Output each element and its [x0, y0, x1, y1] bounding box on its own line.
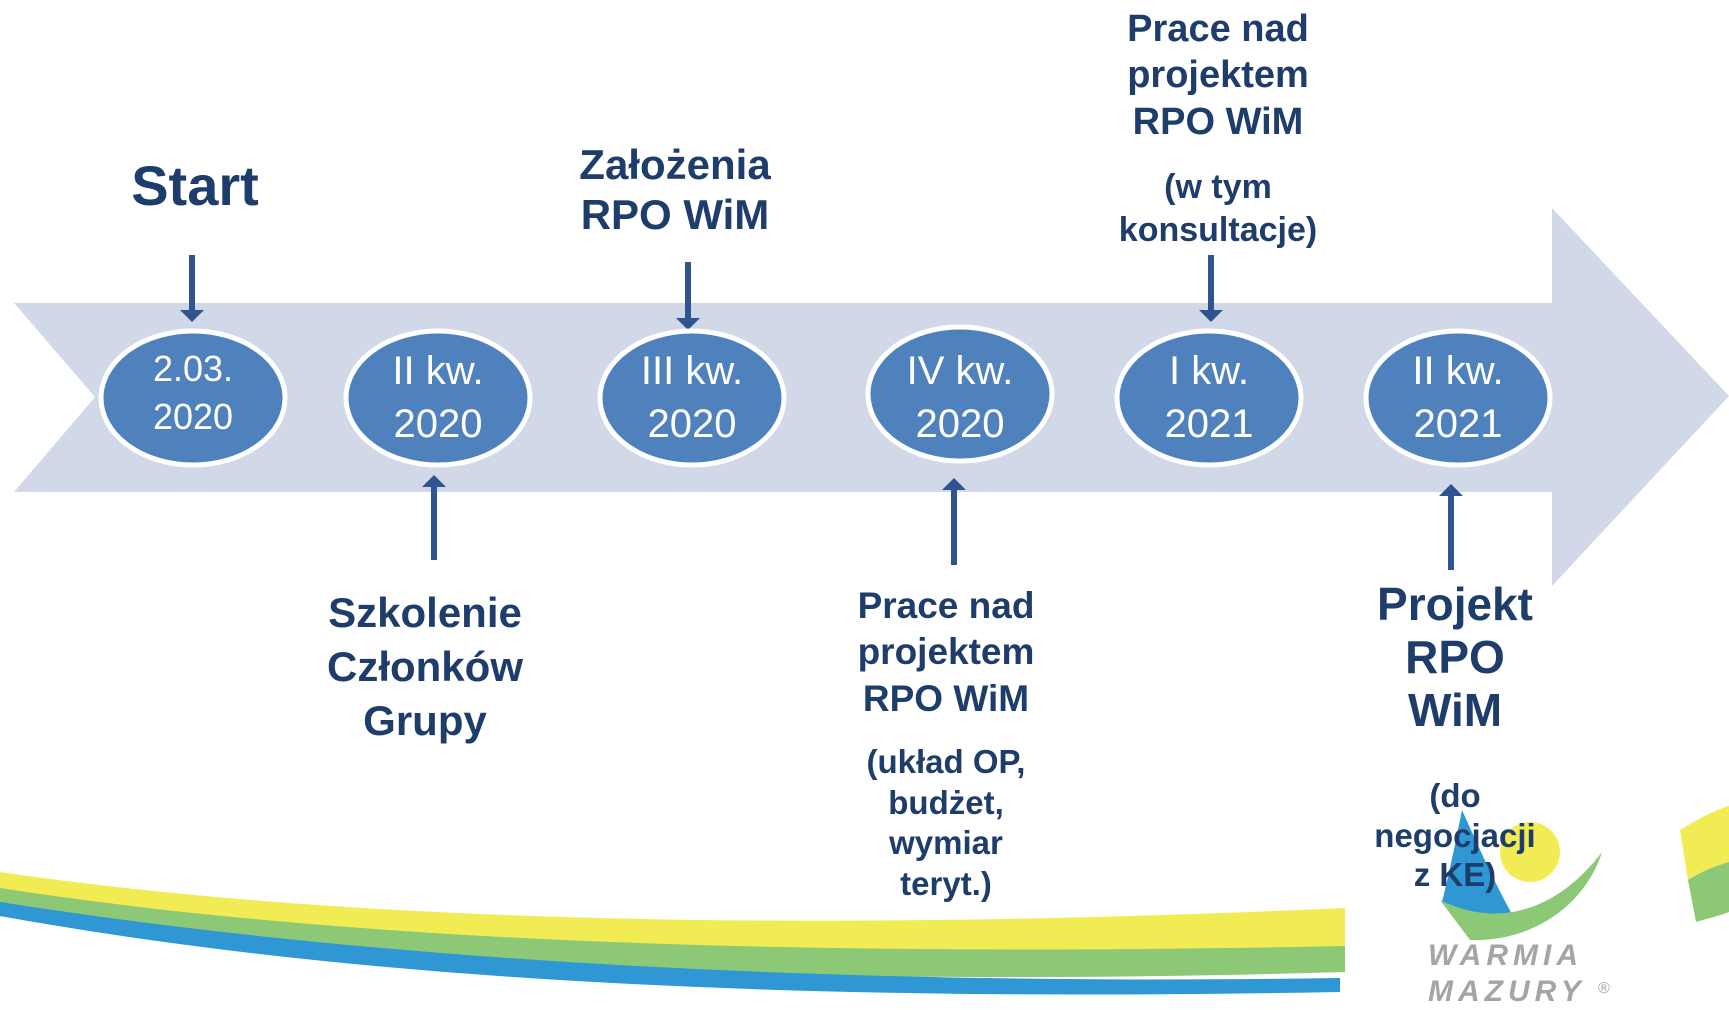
milestone-label-szkolenie: Szkolenie Członków Grupy	[327, 589, 523, 744]
warmia-mazury-sail-logo-icon	[1440, 810, 1602, 941]
connector-arrows	[180, 255, 1463, 570]
milestone-label-start: Start	[131, 154, 259, 217]
timeline-node-6	[1363, 328, 1553, 468]
timeline-nodes	[98, 324, 1553, 468]
connector-arrow-projekt-head	[1439, 484, 1463, 496]
ribbon-yellow	[0, 872, 1345, 955]
timeline-node-5	[1114, 328, 1304, 468]
ribbon-right-yellow	[1680, 806, 1729, 880]
ribbon-right-green	[1688, 862, 1729, 922]
node-date-label-6: II kw. 2021	[1412, 349, 1504, 446]
ribbon-green	[0, 888, 1345, 978]
connector-arrow-prace-2020-head	[942, 478, 966, 490]
node-date-label-5: I kw. 2021	[1164, 349, 1254, 446]
logo-wordmark: WARMIA MAZURY	[1428, 939, 1586, 1008]
node-date-label-2: II kw. 2020	[392, 349, 484, 446]
timeline-node-4	[865, 324, 1055, 464]
timeline-node-1	[98, 328, 288, 468]
connector-arrow-start-head	[180, 310, 204, 322]
milestone-label-prace-2020: Prace nad projektem RPO WiM	[857, 585, 1035, 719]
milestone-label-projekt: Projekt RPO WiM	[1377, 578, 1533, 736]
connector-arrow-prace-2021-head	[1199, 310, 1223, 322]
decorative-ribbons	[0, 806, 1729, 995]
node-date-label-4: IV kw. 2020	[906, 349, 1014, 446]
milestone-label-prace-2021: Prace nad projektem RPO WiM	[1127, 8, 1309, 143]
connector-arrow-zalozenia-head	[676, 318, 700, 330]
node-date-label-1: 2.03. 2020	[152, 348, 234, 437]
milestone-note-uklad-op: (układ OP, budżet, wymiar teryt.)	[866, 743, 1026, 902]
ribbon-blue	[0, 902, 1340, 995]
node-date-label-3: III kw. 2020	[640, 349, 744, 446]
timeline-node-2	[343, 328, 533, 468]
timeline-node-3	[597, 328, 787, 468]
connector-arrow-szkolenie-head	[422, 475, 446, 487]
milestone-label-zalozenia: Założenia RPO WiM	[579, 141, 771, 238]
milestone-note-negocjacje: (do negocjacji z KE)	[1374, 777, 1536, 894]
logo-registered-mark: ®	[1598, 980, 1610, 997]
milestone-note-konsultacje: (w tym konsultacje)	[1118, 168, 1318, 249]
